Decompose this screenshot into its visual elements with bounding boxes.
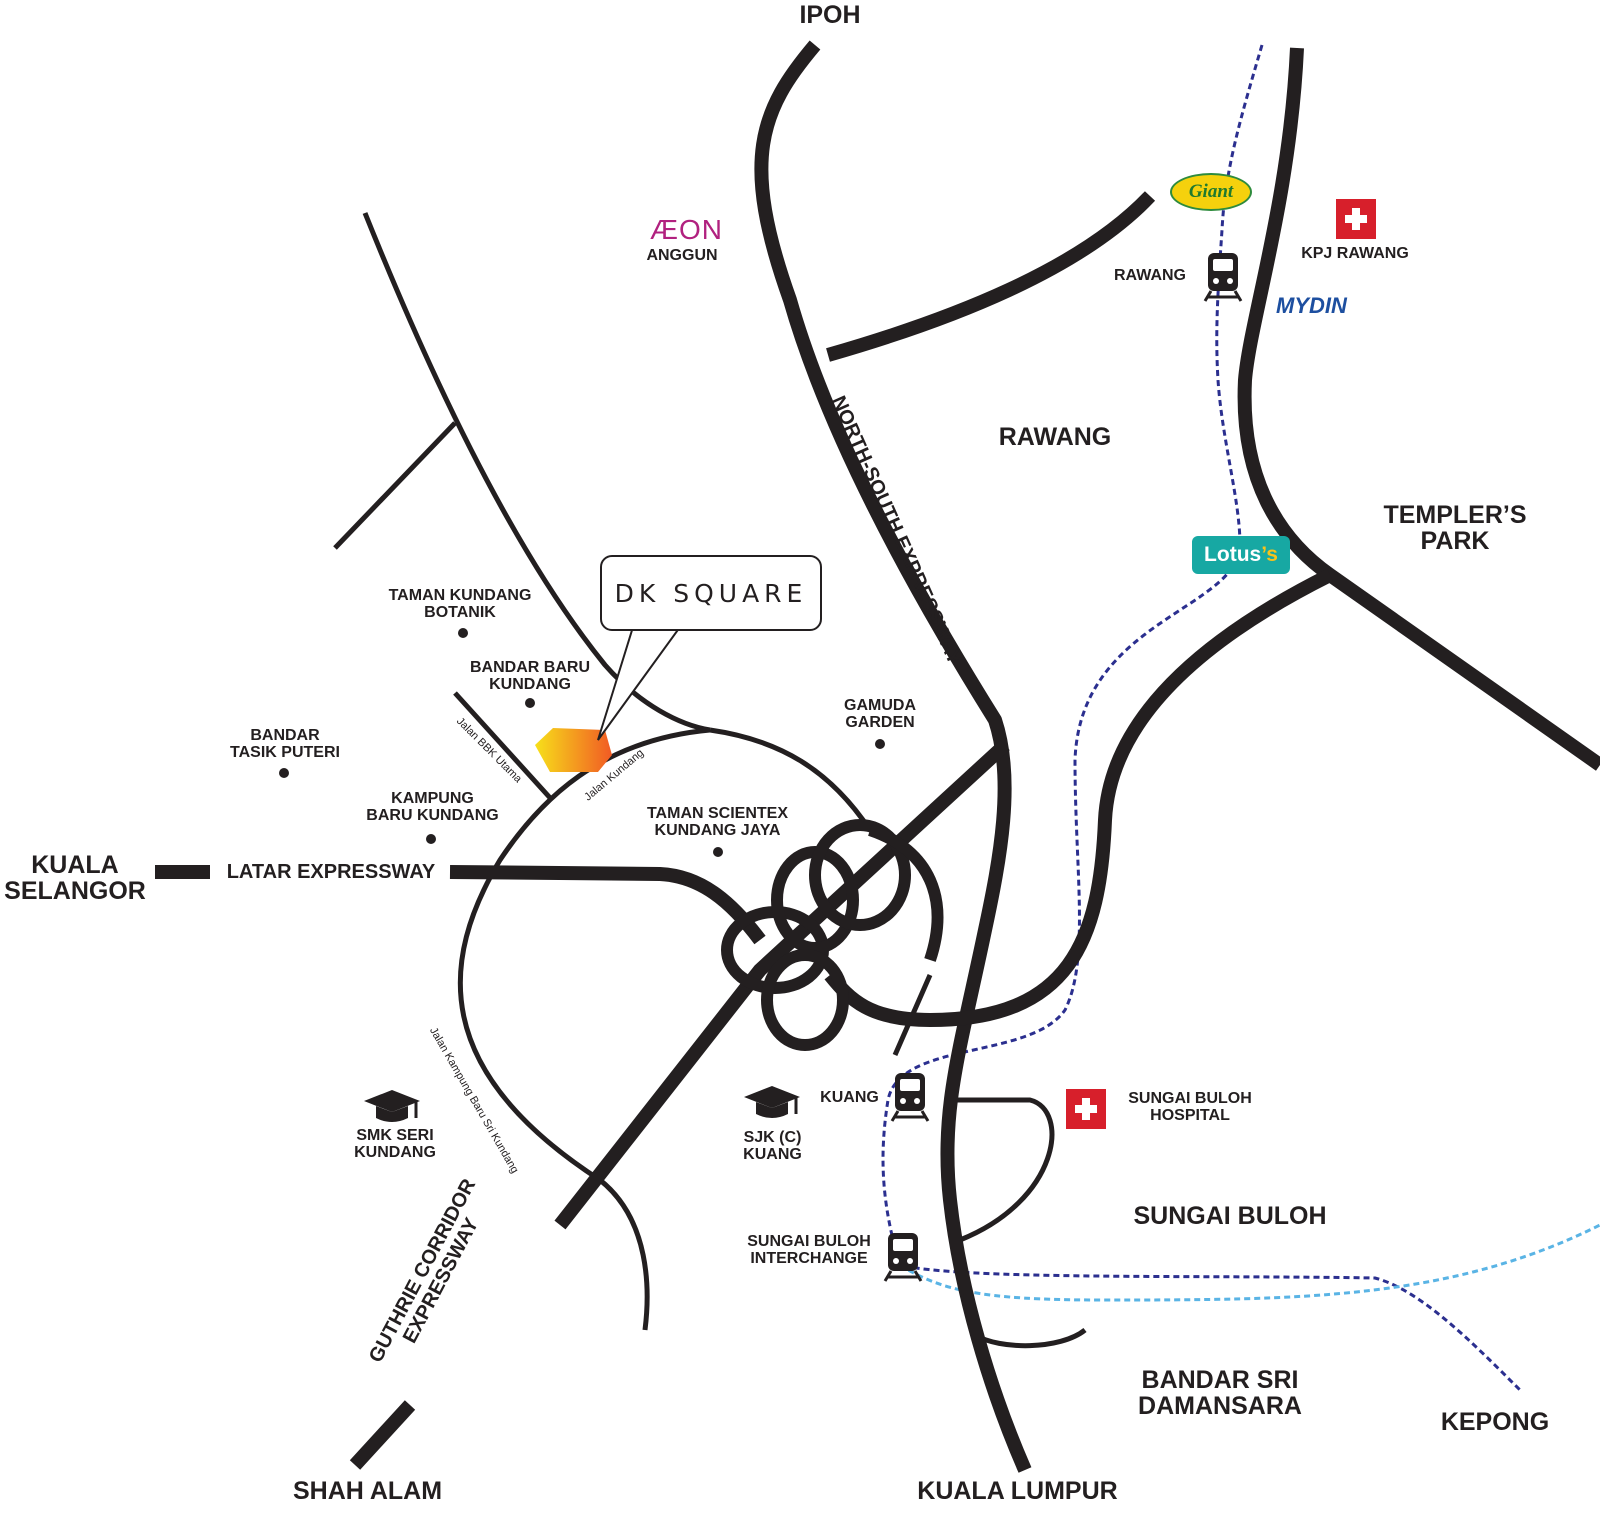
poi-smk-seri-kundang: SMK SERI KUNDANG [354, 1127, 436, 1161]
place-shah-alam: SHAH ALAM [292, 1477, 443, 1505]
place-kepong: KEPONG [1440, 1408, 1550, 1436]
station-kuang-label: KUANG [820, 1089, 879, 1106]
poi-sjk-kuang: SJK (C) KUANG [743, 1129, 802, 1163]
mrt-rail-line [899, 1223, 1600, 1302]
train-icon[interactable] [1203, 251, 1243, 303]
location-dot-icon [875, 739, 885, 749]
road-latar-expressway: LATAR EXPRESSWAY [226, 861, 436, 883]
area-gamuda-garden: GAMUDA GARDEN [844, 697, 916, 731]
location-dot-icon [426, 834, 436, 844]
graduation-cap-icon [742, 1084, 802, 1120]
station-rawang-label: RAWANG [1114, 267, 1186, 284]
dk-square-callout[interactable]: DK SQUARE [600, 555, 822, 631]
major-roads [155, 40, 1600, 1473]
location-dot-icon [458, 628, 468, 638]
mydin-logo: MYDIN [1276, 293, 1347, 318]
place-ipoh: IPOH [799, 1, 861, 29]
area-bandar-baru-kundang: BANDAR BARU KUNDANG [470, 659, 590, 693]
location-dot-icon [713, 847, 723, 857]
lotus-main: Lotus [1204, 543, 1262, 566]
poi-aeon-anggun: ANGGUN [646, 247, 718, 264]
poi-kpj-rawang: KPJ RAWANG [1301, 245, 1409, 262]
place-kuala-selangor: KUALA SELANGOR [4, 851, 146, 906]
place-sungai-buloh: SUNGAI BULOH [1133, 1202, 1327, 1230]
dk-square-marker[interactable] [535, 728, 612, 772]
ktm-rail-line [881, 44, 1522, 1392]
giant-logo: Giant [1170, 173, 1252, 211]
graduation-cap-icon [362, 1088, 422, 1124]
lotus-suffix: ’s [1261, 543, 1278, 566]
place-rawang: RAWANG [998, 423, 1112, 451]
hospital-cross-icon [1336, 199, 1376, 239]
minor-roads [333, 212, 1087, 1349]
callout-pointer [597, 626, 681, 741]
area-taman-kundang-botanik: TAMAN KUNDANG BOTANIK [388, 587, 532, 621]
hospital-cross-icon [1066, 1089, 1106, 1129]
poi-sungai-buloh-hospital: SUNGAI BULOH HOSPITAL [1128, 1090, 1252, 1124]
place-bandar-sri-damansara: BANDAR SRI DAMANSARA [1138, 1366, 1302, 1421]
aeon-logo: ÆON [650, 214, 723, 245]
place-kuala-lumpur: KUALA LUMPUR [917, 1477, 1118, 1505]
area-bandar-tasik-puteri: BANDAR TASIK PUTERI [230, 727, 340, 761]
location-dot-icon [279, 768, 289, 778]
place-templers-park: TEMPLER’S PARK [1383, 501, 1527, 556]
station-sungai-buloh-interchange-label: SUNGAI BULOH INTERCHANGE [747, 1233, 871, 1267]
train-icon[interactable] [890, 1071, 930, 1123]
area-kampung-baru-kundang: KAMPUNG BARU KUNDANG [366, 790, 499, 824]
area-taman-scientex: TAMAN SCIENTEX KUNDANG JAYA [646, 805, 789, 839]
location-dot-icon [525, 698, 535, 708]
lotus-logo: Lotus’s [1192, 536, 1290, 574]
train-icon[interactable] [883, 1231, 923, 1283]
